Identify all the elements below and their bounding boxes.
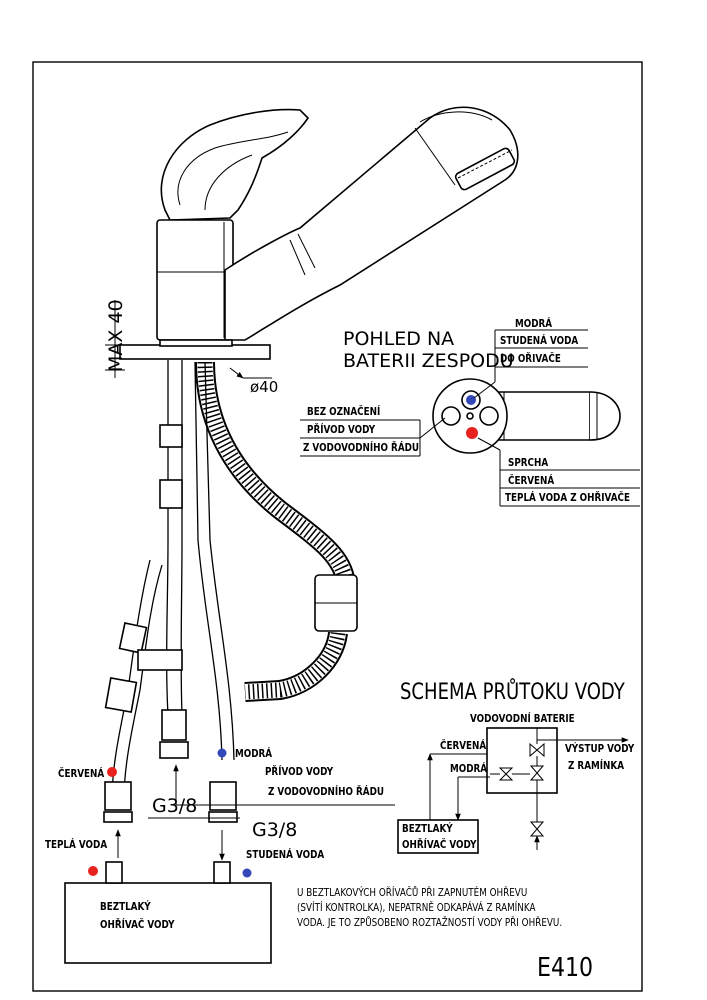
supply-hoses xyxy=(103,360,358,823)
bv-plain-1: BEZ OZNAČENÍ xyxy=(307,404,381,418)
max-dimension: MAX 40 xyxy=(105,299,127,378)
blue-marker-heater xyxy=(242,868,252,878)
blue-marker-hose xyxy=(217,748,227,758)
note-line-1: U BEZTLAKOVÝCH OŘÍVAČŮ PŘI ZAPNUTÉM OHŘE… xyxy=(297,885,527,899)
drawing-frame xyxy=(32,61,643,992)
schema-outlet-1: VÝSTUP VODY xyxy=(565,741,635,755)
note-line-3: VODA. JE TO ZPŮSOBENO ROZTAŽNOSTÍ VODY P… xyxy=(297,915,562,929)
flow-schema: SCHEMA PRŮTOKU VODY VODOVODNÍ BATERIE VÝ… xyxy=(397,678,635,854)
schema-battery-label: VODOVODNÍ BATERIE xyxy=(470,711,575,725)
schema-outlet-2: Z RAMÍNKA xyxy=(568,758,624,772)
heater-tank: BEZTLAKÝ OHŘÍVAČ VODY xyxy=(64,861,272,964)
schema-red: ČERVENÁ xyxy=(440,738,486,752)
thread-right: G3/8 xyxy=(252,819,297,841)
cold-water-label: STUDENÁ VODA xyxy=(246,847,324,861)
schema-heater-2: OHŘÍVAČ VODY xyxy=(402,837,477,851)
heater-label-1: BEZTLAKÝ xyxy=(100,899,151,913)
thread-left: G3/8 xyxy=(152,795,197,817)
bottom-view-title-2: BATERII ZESPODU xyxy=(343,350,514,372)
red-marker-heater xyxy=(88,866,98,876)
bv-red-2: ČERVENÁ xyxy=(508,473,554,487)
bv-plain-2: PŘÍVOD VODY xyxy=(307,422,376,436)
schema-title: SCHEMA PRŮTOKU VODY xyxy=(400,678,625,704)
supply-line-2: Z VODOVODNÍHO ŘÁDU xyxy=(268,784,384,798)
supply-line-1: PŘÍVOD VODY xyxy=(265,764,334,778)
faucet-body xyxy=(119,106,519,360)
bv-red-1: SPRCHA xyxy=(508,457,548,469)
bottom-view-title-1: POHLED NA xyxy=(343,328,454,350)
max-40-label: MAX 40 xyxy=(105,299,127,372)
red-hose-tag: ČERVENÁ xyxy=(58,766,104,780)
schema-heater-1: BEZTLAKÝ xyxy=(402,821,453,835)
hot-water-label: TEPLÁ VODA xyxy=(45,837,107,851)
bv-blue-1: MODRÁ xyxy=(515,316,552,330)
note-line-2: (SVÍTÍ KONTROLKA), NEPATRNĚ ODKAPÁVÁ Z R… xyxy=(297,900,536,914)
model-number: E410 xyxy=(537,952,593,982)
bv-blue-3: DO OŘIVAČE xyxy=(500,351,561,365)
red-port xyxy=(466,427,478,439)
blue-port xyxy=(466,395,476,405)
red-marker-hose xyxy=(107,767,117,777)
diameter-label: ø40 xyxy=(250,378,278,396)
schema-blue: MODRÁ xyxy=(450,761,487,775)
bv-red-3: TEPLÁ VODA Z OHŘIVAČE xyxy=(505,490,630,504)
bv-blue-2: STUDENÁ VODA xyxy=(500,333,578,347)
bv-plain-3: Z VODOVODNÍHO ŘÁDU xyxy=(303,440,419,454)
heater-label-2: OHŘÍVAČ VODY xyxy=(100,917,175,931)
bottom-view: POHLED NA BATERII ZESPODU MODRÁ STUDENÁ … xyxy=(300,316,640,507)
blue-hose-tag: MODRÁ xyxy=(235,746,272,760)
